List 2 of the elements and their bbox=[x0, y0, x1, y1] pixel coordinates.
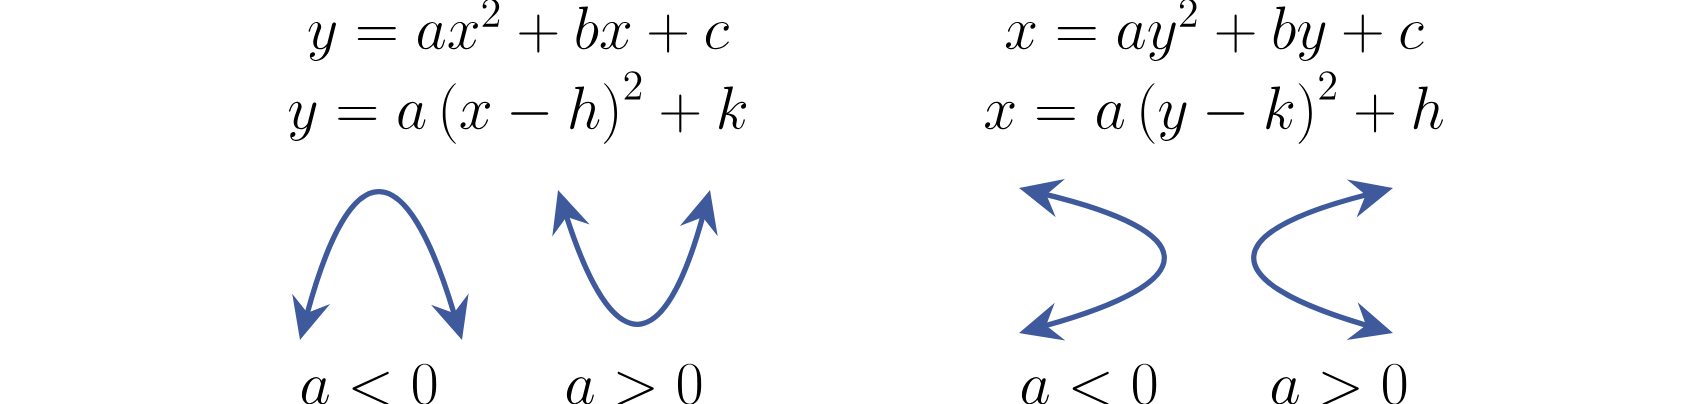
equation: $y = a\left(x - h\right)^2 + k$ bbox=[289, 71, 747, 144]
equation: $x = a\left(y - k\right)^2 + h$ bbox=[985, 71, 1443, 144]
